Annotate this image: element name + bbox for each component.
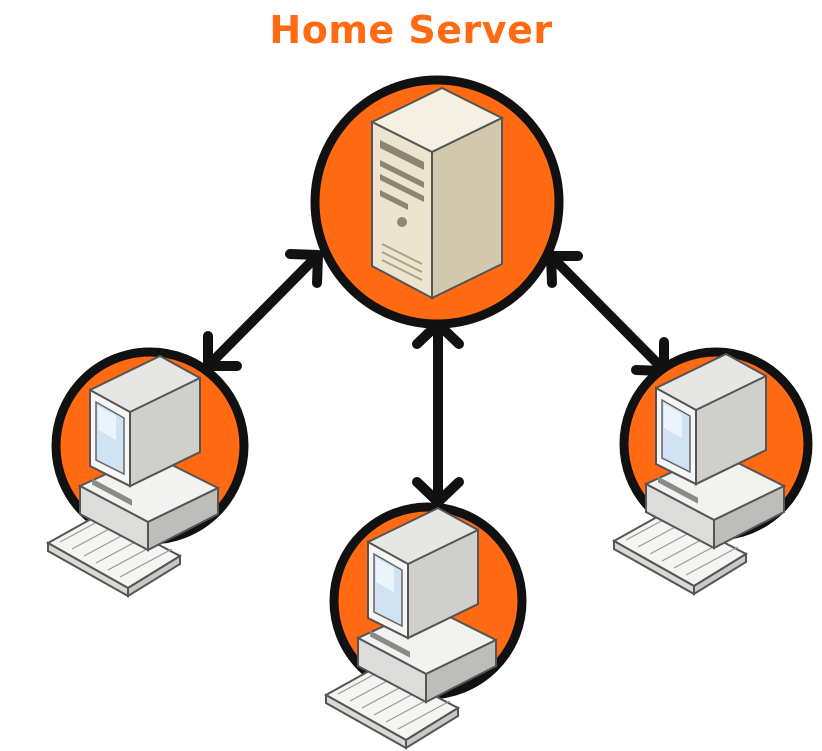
client-node-left xyxy=(47,347,249,597)
server-node xyxy=(310,75,564,329)
arrow-server-right xyxy=(546,251,669,376)
client-node-center xyxy=(325,502,527,749)
diagram-title: Home Server xyxy=(269,8,553,52)
arrow-server-center xyxy=(412,319,464,507)
arrows xyxy=(203,249,669,507)
arrow-server-left xyxy=(203,249,323,371)
client-node-right xyxy=(613,347,813,595)
server-tower-icon xyxy=(371,87,503,299)
